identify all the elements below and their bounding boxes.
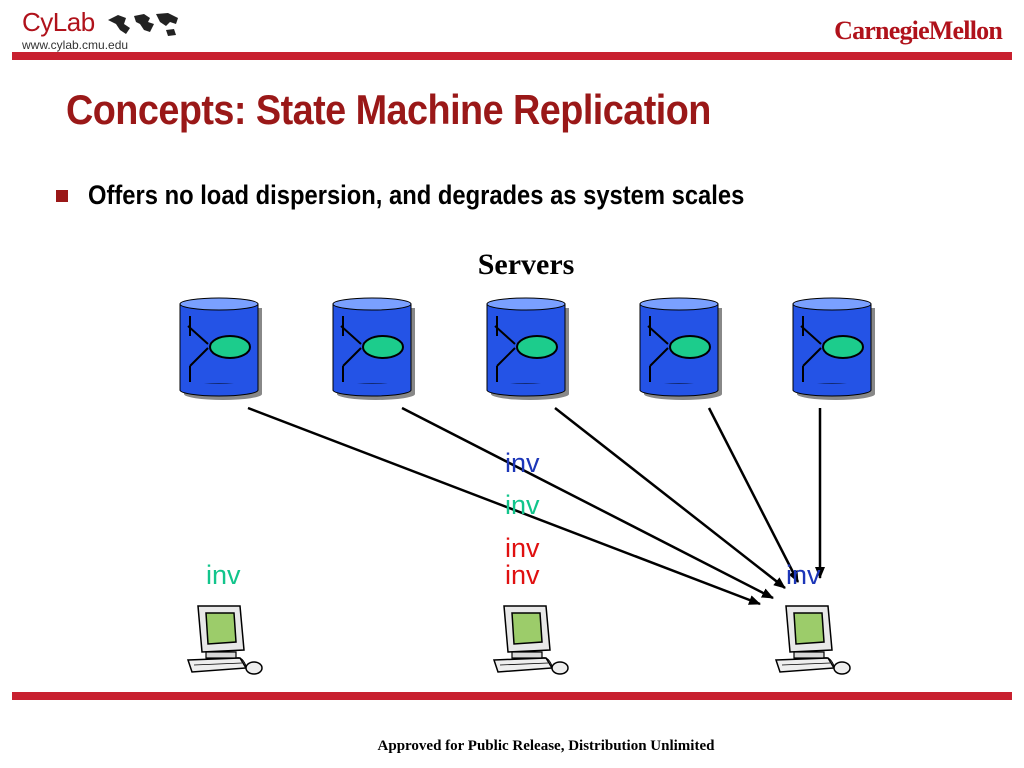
cylab-url: www.cylab.cmu.edu [22, 38, 129, 52]
server-1 [179, 297, 262, 400]
inv-label-client-2: inv [505, 560, 540, 590]
server-5 [792, 297, 875, 400]
servers-label: Servers [477, 248, 575, 281]
release-notice: Approved for Public Release, Distributio… [377, 738, 715, 754]
carnegie-mellon-logo: CarnegieMellon [834, 16, 1003, 45]
world-map-icon [108, 13, 178, 36]
slide-title: Concepts: State Machine Replication [66, 86, 711, 133]
client-computer-1 [186, 605, 263, 675]
top-rule [12, 52, 1012, 60]
client-computer-3 [774, 605, 851, 675]
inv-label-client-1: inv [206, 560, 241, 590]
bullet-square-icon [56, 189, 68, 202]
invocation-arrow-2 [401, 406, 774, 600]
cylab-logo: CyLab www.cylab.cmu.edu [22, 7, 178, 52]
bullet-item: Offers no load dispersion, and degrades … [56, 180, 834, 211]
inv-label-teal: inv [505, 490, 540, 520]
invocation-arrow-1 [247, 406, 761, 606]
bullet-text: Offers no load dispersion, and degrades … [88, 180, 745, 210]
invocation-arrow-3 [554, 407, 786, 589]
cylab-brand: CyLab [22, 7, 95, 37]
bottom-rule [12, 692, 1012, 700]
server-3 [486, 297, 569, 400]
client-computer-2 [492, 605, 569, 675]
inv-label-blue: inv [505, 448, 540, 478]
inv-label-client-3: inv [786, 560, 821, 590]
inv-label-red: inv [505, 533, 540, 563]
invocation-arrow-4 [707, 407, 800, 583]
server-2 [332, 297, 415, 400]
server-4 [639, 297, 722, 400]
